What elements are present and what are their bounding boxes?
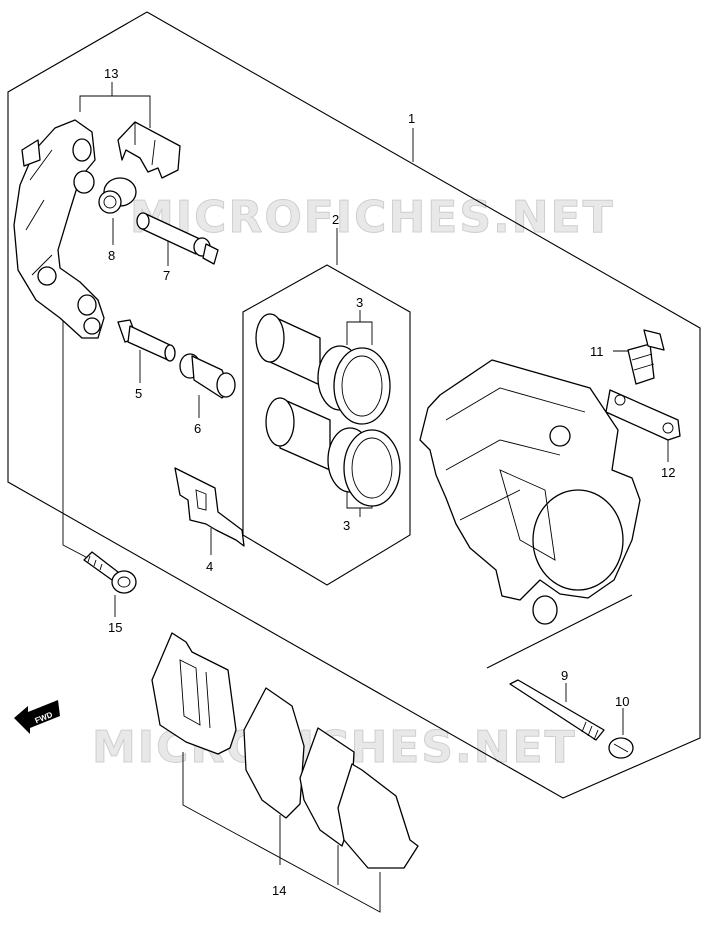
callout-2: 2 — [332, 212, 339, 227]
callout-5: 5 — [135, 386, 142, 401]
callout-1: 1 — [408, 111, 415, 126]
caliper-bracket — [13, 119, 105, 339]
callout-9: 9 — [561, 668, 568, 683]
callout-3-lower: 3 — [343, 518, 350, 533]
callout-12: 12 — [661, 465, 675, 480]
pad-pin — [509, 679, 605, 741]
bleeder-screw — [627, 329, 665, 385]
callout-3-upper: 3 — [356, 295, 363, 310]
pin-boot — [179, 353, 236, 399]
callout-6: 6 — [194, 421, 201, 436]
leader-lines — [62, 82, 669, 913]
watermark-top: MICROFICHES.NET — [130, 192, 615, 243]
callout-7: 7 — [163, 268, 170, 283]
piston-group-box — [242, 264, 411, 586]
caliper-body — [419, 359, 641, 625]
callout-11: 11 — [590, 344, 604, 359]
pad-spring — [117, 121, 181, 179]
callout-15: 15 — [108, 620, 122, 635]
callout-13: 13 — [104, 66, 118, 81]
pin-plug — [608, 737, 634, 759]
caliper-subframe — [486, 594, 633, 669]
piston-seals — [317, 345, 401, 507]
retaining-plate — [605, 389, 681, 441]
slide-pin-lower — [117, 319, 176, 362]
callout-14: 14 — [272, 883, 286, 898]
brake-pads — [151, 632, 419, 869]
callout-4: 4 — [206, 559, 213, 574]
assembly-boundary — [7, 11, 701, 799]
callout-10: 10 — [615, 694, 629, 709]
mounting-bolt — [83, 551, 137, 594]
forward-arrow-icon: FWD — [14, 700, 60, 734]
boot — [98, 177, 137, 214]
callout-8: 8 — [108, 248, 115, 263]
pistons — [255, 313, 331, 471]
slide-pin-upper — [136, 212, 219, 265]
pad-shim — [174, 467, 245, 547]
